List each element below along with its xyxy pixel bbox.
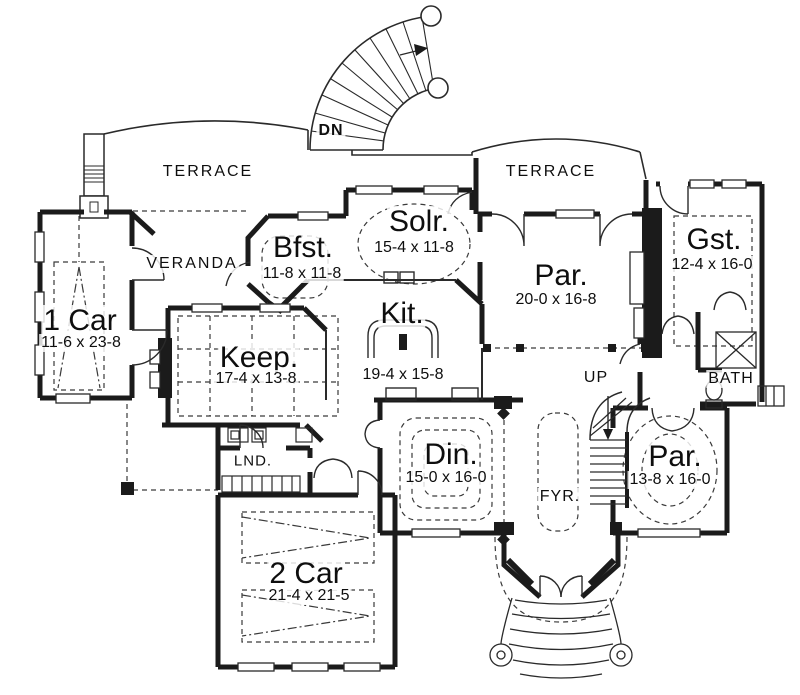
room-label-kit: Kit. [378,297,426,330]
room-label-din: Din. [422,438,480,471]
foyer-label: FYR. [537,488,583,506]
room-dims-keep: 17-4 x 13-8 [213,370,299,388]
stair-dn-label: DN [316,122,346,140]
room-label-par-main: Par. [532,259,590,292]
room-dims-gst: 12-4 x 16-0 [669,256,755,274]
room-dims-par-main: 20-0 x 16-8 [513,291,599,309]
stair-up-label: UP [581,369,611,387]
room-dims-solr: 15-4 x 11-8 [372,239,456,257]
room-label-keep: Keep. [217,341,301,374]
room-dims-par-right: 13-8 x 16-0 [627,471,713,489]
room-label-gst: Gst. [684,223,744,256]
room-dims-kit: 19-4 x 15-8 [360,366,446,384]
room-label-1car: 1 Car [41,304,119,337]
terrace-right-label: TERRACE [503,163,599,181]
room-label-par-right: Par. [646,440,704,473]
terrace-left-label: TERRACE [160,163,256,181]
laundry-label: LND. [231,452,275,470]
room-dims-din: 15-0 x 16-0 [403,469,489,487]
room-dims-1car: 11-6 x 23-8 [39,334,123,352]
bath-label: BATH [706,370,756,388]
room-dims-2car: 21-4 x 21-5 [266,587,352,605]
room-label-bfst: Bfst. [270,231,336,264]
room-label-solr: Solr. [386,205,452,238]
veranda-label: VERANDA [144,255,240,273]
room-dims-bfst: 11-8 x 11-8 [260,265,344,283]
room-label-2car: 2 Car [267,557,345,590]
